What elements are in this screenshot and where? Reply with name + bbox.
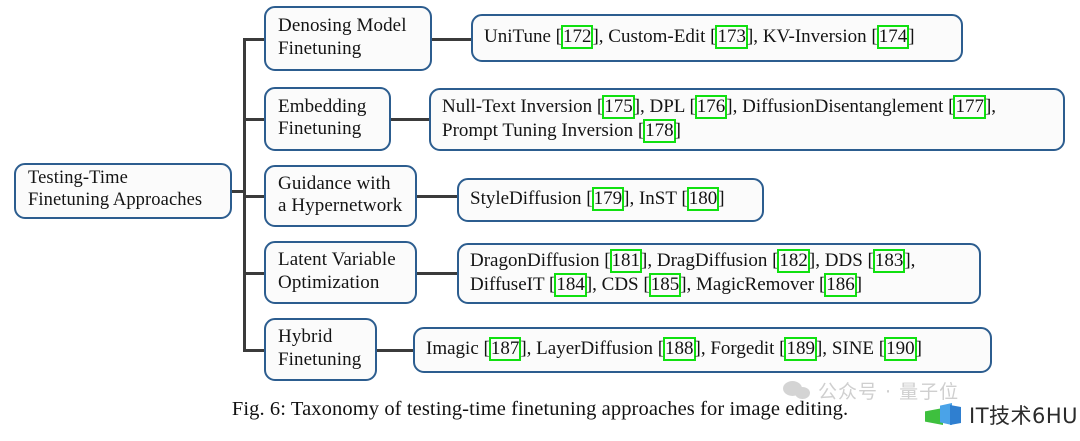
connector-category-to-leaf-2: [390, 118, 430, 121]
node-category-label: Denosing Model Finetuning: [278, 15, 407, 59]
connector-category-to-leaf-1: [430, 38, 472, 41]
leaf-methods-hybrid-finetuning[interactable]: Imagic [187], LayerDiffusion [188], Forg…: [413, 327, 992, 373]
node-category-label: Latent Variable Optimization: [278, 249, 396, 293]
citation-number: 172: [560, 25, 594, 50]
citation-number: 180: [686, 187, 720, 212]
citation-number: 175: [602, 94, 635, 119]
node-category-label: Embedding Finetuning: [278, 95, 367, 139]
node-category-label: Hybrid Finetuning: [278, 326, 362, 370]
node-category-embedding-finetuning[interactable]: Embedding Finetuning: [264, 87, 391, 151]
leaf-methods-latent-variable-optimization[interactable]: DragonDiffusion [181], DragDiffusion [18…: [457, 243, 981, 304]
connector-root-stub: [230, 190, 246, 193]
citation-number: 189: [784, 337, 817, 362]
citation-number: 181: [609, 248, 643, 273]
connector-category-to-leaf-5: [376, 349, 414, 352]
connector-category-to-leaf-3: [416, 195, 458, 198]
leaf-methods-guidance-with-a-hypernetwork[interactable]: StyleDiffusion [179], InST [180]: [457, 178, 764, 222]
figure-caption: Fig. 6: Taxonomy of testing-time finetun…: [231, 398, 849, 420]
leaf-methods-embedding-finetuning[interactable]: Null-Text Inversion [175], DPL [176], Di…: [429, 88, 1065, 151]
connector-trunk-to-category-1: [243, 38, 266, 41]
node-category-latent-variable-optimization[interactable]: Latent Variable Optimization: [264, 241, 417, 304]
node-root-label: Testing-Time Finetuning Approaches: [28, 168, 203, 210]
citation-number: 182: [777, 248, 810, 273]
connector-trunk-to-category-4: [243, 272, 266, 275]
leaf-methods-list: Imagic [187], LayerDiffusion [188], Forg…: [426, 337, 922, 362]
citation-number: 186: [824, 273, 857, 297]
leaf-methods-denosing-model-finetuning[interactable]: UniTune [172], Custom-Edit [173], KV-Inv…: [471, 14, 963, 62]
connector-category-to-leaf-4: [416, 272, 458, 275]
node-category-guidance-with-a-hypernetwork[interactable]: Guidance with a Hypernetwork: [264, 165, 417, 227]
citation-number: 178: [643, 119, 676, 143]
node-category-label: Guidance with a Hypernetwork: [278, 172, 403, 216]
connector-trunk-to-category-5: [243, 349, 266, 352]
connector-trunk-to-category-3: [243, 195, 266, 198]
citation-number: 176: [694, 94, 728, 119]
citation-number: 174: [876, 25, 910, 50]
citation-number: 190: [884, 337, 917, 362]
citation-number: 185: [648, 273, 682, 297]
leaf-methods-list: Null-Text Inversion [175], DPL [176], Di…: [442, 94, 997, 143]
citation-number: 183: [872, 248, 906, 273]
citation-number: 187: [488, 337, 522, 362]
citation-number: 173: [715, 25, 748, 50]
citation-number: 188: [663, 337, 696, 362]
leaf-methods-list: DragonDiffusion [181], DragDiffusion [18…: [470, 248, 916, 297]
leaf-methods-list: UniTune [172], Custom-Edit [173], KV-Inv…: [484, 25, 915, 50]
citation-number: 177: [953, 94, 986, 119]
node-category-denosing-model-finetuning[interactable]: Denosing Model Finetuning: [264, 6, 432, 71]
node-root[interactable]: Testing-Time Finetuning Approaches: [14, 163, 232, 219]
node-category-hybrid-finetuning[interactable]: Hybrid Finetuning: [264, 318, 377, 381]
citation-number: 179: [591, 187, 625, 212]
leaf-methods-list: StyleDiffusion [179], InST [180]: [470, 187, 725, 212]
connector-trunk-to-category-2: [243, 118, 266, 121]
citation-number: 184: [554, 273, 587, 297]
